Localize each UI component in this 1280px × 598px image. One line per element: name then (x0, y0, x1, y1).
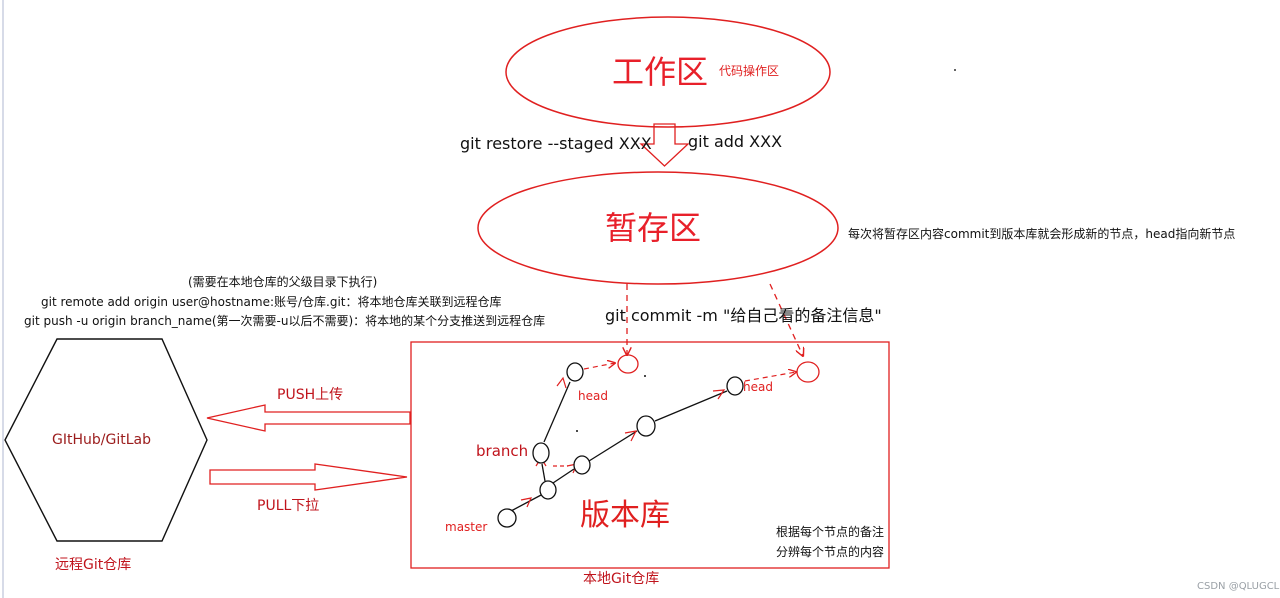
local-repo-caption: 本地Git仓库 (583, 571, 660, 587)
local-repo-note-2: 分辨每个节点的内容 (776, 545, 885, 559)
workspace-subtitle: 代码操作区 (719, 64, 780, 78)
stray-dot (644, 375, 646, 377)
commit-node-branch-head (566, 362, 584, 382)
staging-note: 每次将暂存区内容commit到版本库就会形成新的节点，head指向新节点 (848, 227, 1236, 241)
stray-dot (576, 430, 578, 432)
master-label: master (445, 520, 488, 534)
workspace-title: 工作区 (612, 53, 709, 91)
staging-ellipse (477, 171, 839, 285)
remote-instruction-1: (需要在本地仓库的父级目录下执行) (188, 275, 378, 289)
head-label-main: head (743, 380, 773, 394)
stray-dot (954, 69, 956, 71)
restore-command: git restore --staged XXX (460, 134, 652, 153)
commit-node (573, 455, 591, 475)
head-move-branch (583, 363, 615, 370)
graph-arrowhead (520, 497, 533, 508)
graph-edge-main-3 (654, 390, 728, 422)
new-commit-node-branch (617, 354, 639, 374)
local-repo-box (410, 341, 890, 569)
graph-edge-branch-1 (541, 463, 546, 482)
remote-instruction-2: git remote add origin user@hostname:账号/仓… (41, 295, 502, 309)
watermark: CSDN @QLUGCL (1197, 581, 1280, 592)
graph-arrowhead (556, 376, 567, 389)
push-arrow (206, 404, 411, 432)
add-restore-arrow (639, 123, 690, 167)
remote-instruction-3: git push -u origin branch_name(第一次需要-u以后… (24, 314, 546, 328)
pull-arrow (209, 463, 408, 491)
head-label-branch: head (578, 389, 608, 403)
commit-command: git commit -m "给自己看的备注信息" (605, 306, 882, 325)
branch-label: branch (476, 442, 529, 460)
remote-repo-caption: 远程Git仓库 (55, 557, 132, 573)
commit-node (636, 415, 656, 437)
new-commit-node-main (796, 361, 820, 383)
pull-label: PULL下拉 (257, 498, 320, 514)
remote-repo-name: GItHub/GitLab (52, 432, 151, 448)
graph-arrowhead (712, 389, 726, 400)
graph-arrowhead (624, 430, 638, 442)
graph-edge-main-2 (588, 430, 638, 462)
local-repo-note-1: 根据每个节点的备注 (776, 525, 885, 539)
commit-node-master (497, 508, 517, 528)
add-command: git add XXX (688, 132, 783, 151)
workspace-ellipse (505, 16, 831, 128)
remote-repo-hexagon (4, 338, 208, 542)
commit-node-main-head (726, 376, 744, 396)
commit-arrow-right (769, 283, 803, 356)
staging-title: 暂存区 (605, 209, 702, 247)
graph-edge-branch-2 (543, 381, 571, 443)
push-label: PUSH上传 (277, 387, 344, 403)
graph-edge-master-1 (510, 493, 544, 512)
commit-node-branch (532, 442, 550, 464)
graph-edge-main-1 (552, 468, 575, 484)
commit-node (539, 480, 557, 500)
local-repo-title: 版本库 (580, 498, 670, 533)
